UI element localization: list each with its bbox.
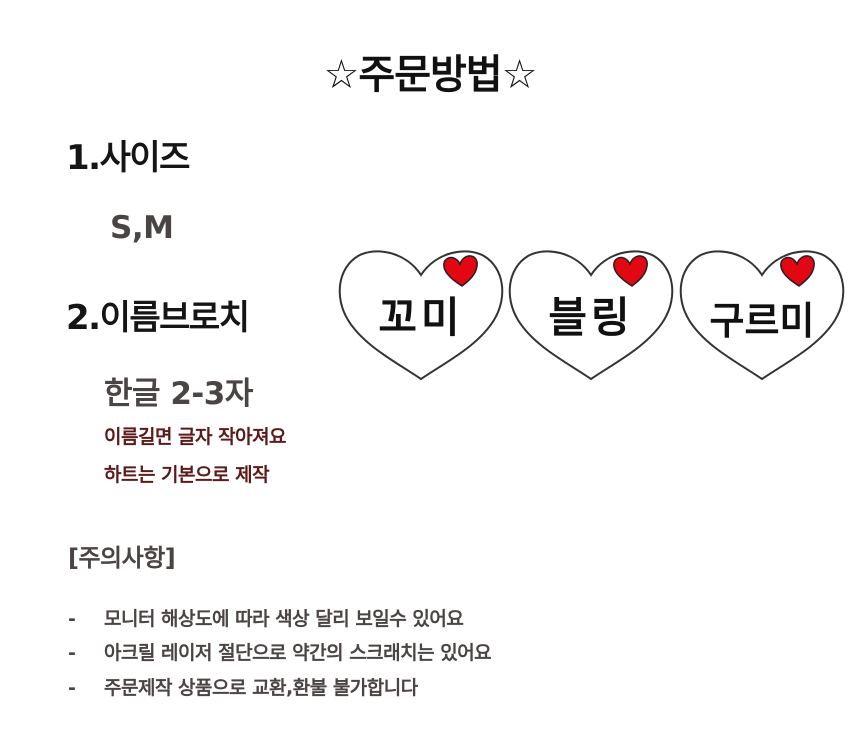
name-brooch-heading: 2.이름브로치 [66,298,250,338]
example-heart-1: 꼬미 [336,242,506,382]
heart-outline-icon [679,250,845,381]
note-heart-default: 하트는 기본으로 제작 [104,464,270,486]
caution-item: - 아크릴 레이저 절단으로 약간의 스크래치는 있어요 [68,638,492,665]
caution-heading: [주의사항] [68,544,176,572]
caution-item: - 주문제작 상품으로 교환,환불 불가합니다 [68,673,418,700]
heart-outline-icon [338,250,504,381]
name-brooch-length: 한글 2-3자 [104,376,253,412]
example-heart-3: 구르미 [677,242,847,382]
size-value: S,M [110,210,174,246]
caution-item: - 모니터 해상도에 따라 색상 달리 보일수 있어요 [68,604,464,631]
caution-text: 아크릴 레이저 절단으로 약간의 스크래치는 있어요 [104,642,492,664]
size-heading: 1.사이즈 [66,138,190,178]
page-title: ☆주문방법☆ [323,52,538,98]
small-heart-icon [613,255,648,287]
example-name: 꼬미 [378,293,464,342]
note-long-name: 이름길면 글자 작아져요 [104,426,287,448]
example-heart-2: 블링 [506,242,676,382]
bullet-dash: - [68,608,76,630]
bullet-dash: - [68,677,76,699]
example-name: 블링 [548,293,634,342]
bullet-dash: - [68,642,76,664]
example-name: 구르미 [709,299,815,343]
heart-outline-icon [508,250,674,381]
small-heart-icon [780,255,815,287]
caution-text: 모니터 해상도에 따라 색상 달리 보일수 있어요 [104,608,464,630]
caution-text: 주문제작 상품으로 교환,환불 불가합니다 [104,677,418,699]
small-heart-icon [443,255,478,287]
